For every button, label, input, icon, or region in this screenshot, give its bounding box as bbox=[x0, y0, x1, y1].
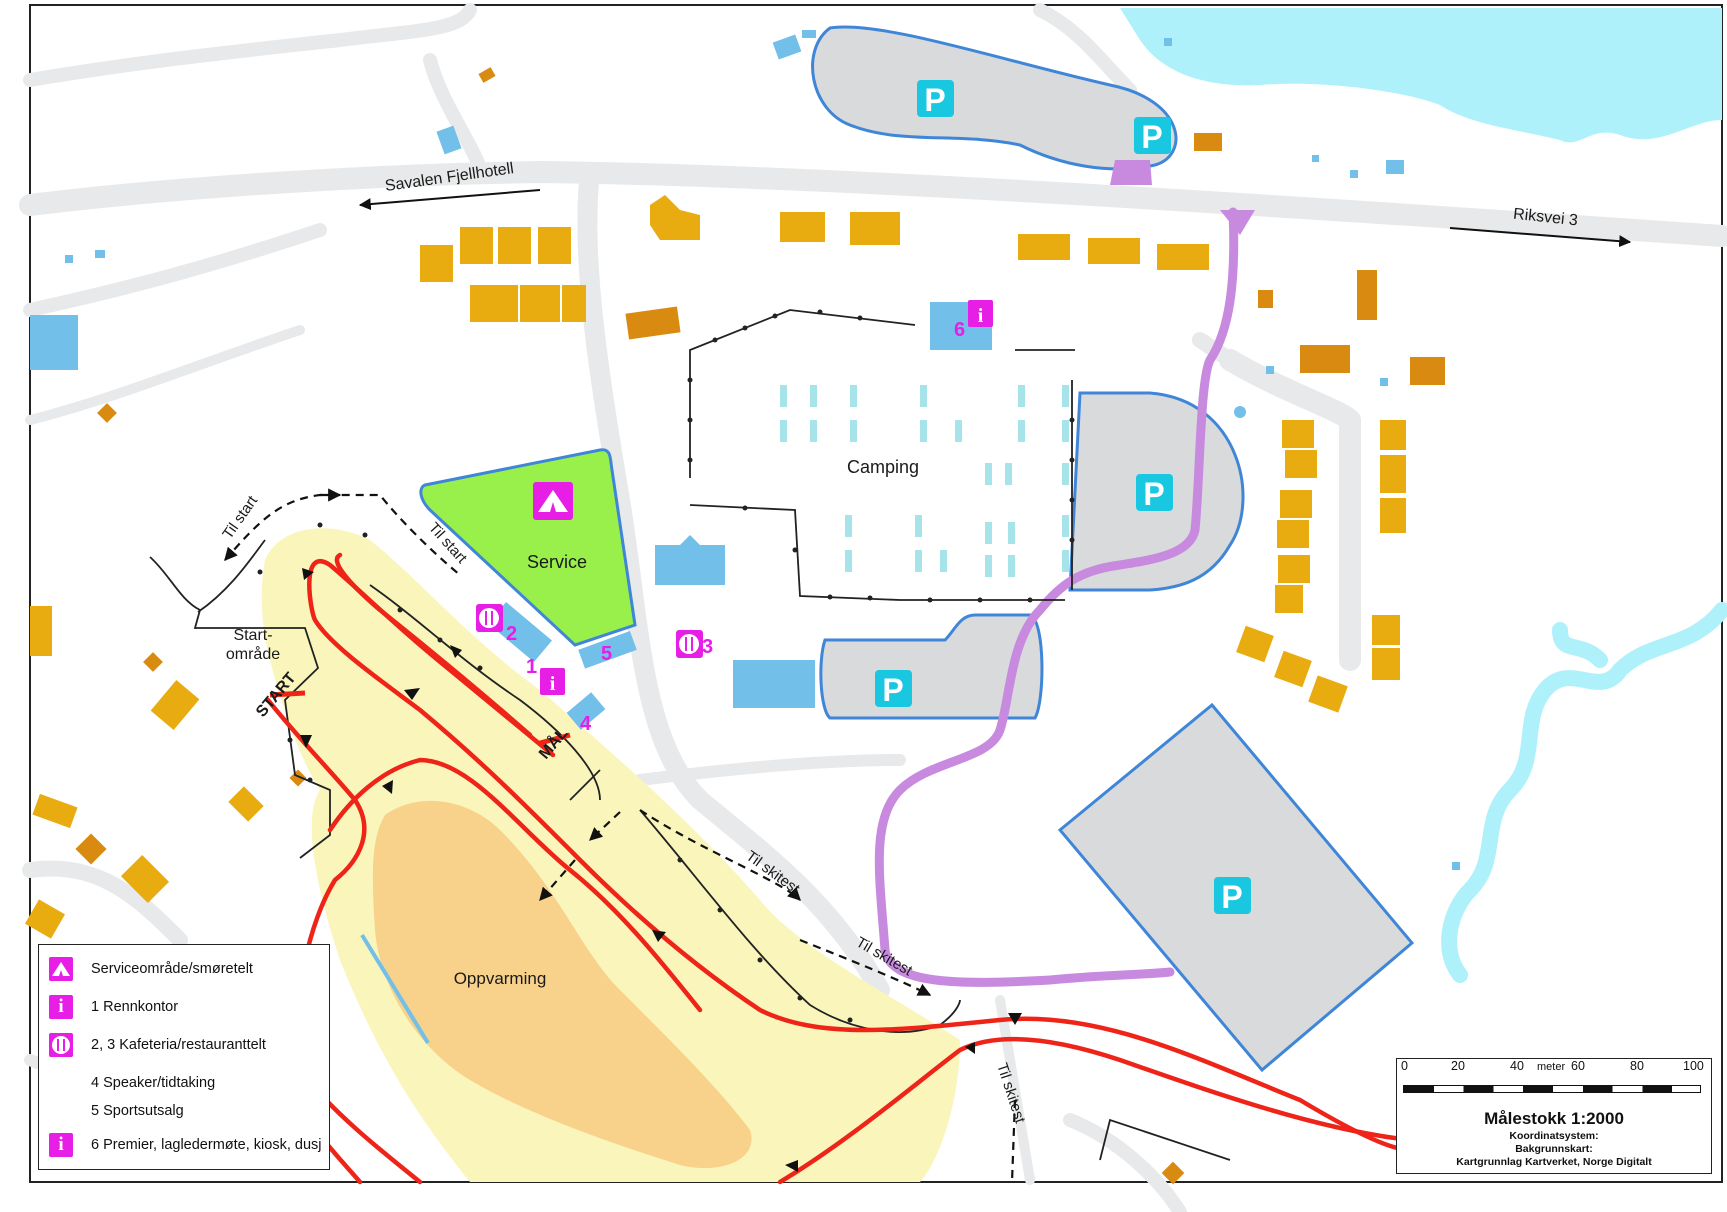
scale-tick: 20 bbox=[1451, 1059, 1465, 1073]
marker-3: 3 bbox=[702, 636, 713, 658]
map-legend: Serviceområde/smøretelt i 1 Rennkontor 2… bbox=[38, 944, 330, 1170]
legend-item: 4 Speaker/tidtaking bbox=[49, 1067, 215, 1099]
parking-icon: P bbox=[1134, 117, 1171, 155]
buildings bbox=[25, 67, 1445, 1185]
parking-icons: P P P P P bbox=[875, 80, 1251, 915]
finish-line bbox=[539, 732, 571, 746]
svg-text:i: i bbox=[978, 305, 984, 327]
legend-label: 6 Premier, lagledermøte, kiosk, dusj bbox=[91, 1137, 322, 1153]
legend-label: Serviceområde/smøretelt bbox=[91, 961, 253, 977]
legend-item: 5 Sportsutsalg bbox=[49, 1095, 184, 1127]
parking-icon: P bbox=[1214, 877, 1251, 915]
svg-text:P: P bbox=[1221, 879, 1242, 915]
riksvei-arrow bbox=[1449, 227, 1632, 248]
tent-icon bbox=[49, 957, 73, 981]
scale-tick: 60 bbox=[1571, 1059, 1585, 1073]
track-arrows bbox=[300, 568, 1022, 1172]
info-icon: i bbox=[968, 300, 993, 327]
legend-item: i 6 Premier, lagledermøte, kiosk, dusj bbox=[49, 1129, 321, 1161]
oppvarming-label: Oppvarming bbox=[454, 969, 547, 988]
scale-tick: 80 bbox=[1630, 1059, 1644, 1073]
riksvei-label: Riksvei 3 bbox=[1512, 206, 1578, 230]
legend-label: 2, 3 Kafeteria/restauranttelt bbox=[91, 1037, 266, 1053]
parking-icon: P bbox=[1136, 474, 1173, 512]
tent-icon bbox=[533, 482, 573, 520]
marker-6: 6 bbox=[954, 319, 965, 341]
restaurant-icon bbox=[476, 604, 503, 632]
parking-icon: P bbox=[875, 670, 912, 708]
fences bbox=[149, 309, 1231, 1161]
info-icon: i bbox=[49, 995, 73, 1019]
marker-1: 1 bbox=[526, 656, 537, 678]
scale-tick: 0 bbox=[1401, 1059, 1408, 1073]
marker-2: 2 bbox=[506, 623, 517, 645]
lake bbox=[1120, 8, 1722, 143]
legend-label: 4 Speaker/tidtaking bbox=[91, 1075, 216, 1091]
walkway bbox=[874, 207, 1239, 987]
service-area[interactable] bbox=[419, 448, 637, 647]
scale-box: 0 20 40 meter 60 80 100 Målestokk 1:2000… bbox=[1396, 1058, 1712, 1174]
camping-spots bbox=[780, 385, 1069, 577]
scale-coord: Koordinatsystem: bbox=[1509, 1130, 1599, 1142]
scale-source: Kartgrunnlag Kartverket, Norge Digitalt bbox=[1456, 1156, 1652, 1168]
svg-text:P: P bbox=[882, 672, 903, 708]
warmup-area bbox=[372, 800, 752, 1169]
ditch bbox=[360, 933, 430, 1045]
legend-label: 1 Rennkontor bbox=[91, 999, 179, 1015]
startomrade-label: Start- bbox=[233, 627, 272, 644]
info-icon: i bbox=[540, 668, 565, 695]
legend-item: 2, 3 Kafeteria/restauranttelt bbox=[49, 1029, 266, 1061]
restaurant-icon bbox=[49, 1033, 73, 1057]
scale-tick: 100 bbox=[1683, 1059, 1704, 1073]
svg-text:i: i bbox=[550, 673, 556, 695]
scale-title: Målestokk 1:2000 bbox=[1484, 1109, 1624, 1128]
marker-4: 4 bbox=[580, 713, 592, 735]
scale-bar bbox=[1403, 1085, 1701, 1093]
camping-label: Camping bbox=[847, 457, 919, 477]
service-label: Service bbox=[527, 552, 587, 572]
roads bbox=[19, 3, 1727, 1212]
startomrade-label: område bbox=[226, 645, 280, 663]
river bbox=[1441, 602, 1727, 983]
svg-text:P: P bbox=[1141, 119, 1162, 155]
legend-item: i 1 Rennkontor bbox=[49, 991, 178, 1023]
savalen-arrow bbox=[358, 189, 541, 211]
start-line bbox=[269, 690, 306, 698]
svg-text:P: P bbox=[1143, 476, 1164, 512]
info-icon: i bbox=[49, 1133, 73, 1157]
marker-5: 5 bbox=[601, 643, 612, 665]
svg-text:P: P bbox=[924, 82, 945, 118]
parking-icon: P bbox=[917, 80, 954, 118]
scale-bg: Bakgrunnskart: bbox=[1515, 1143, 1593, 1155]
fence-posts bbox=[257, 309, 1075, 1023]
legend-label: 5 Sportsutsalg bbox=[91, 1103, 184, 1119]
dashed-paths bbox=[224, 488, 1017, 1183]
parking-entrance bbox=[1110, 160, 1152, 185]
scale-tick: 40 bbox=[1510, 1059, 1524, 1073]
restaurant-icon bbox=[676, 630, 703, 658]
legend-item: Serviceområde/smøretelt bbox=[49, 953, 253, 985]
scale-unit: meter bbox=[1537, 1061, 1566, 1073]
